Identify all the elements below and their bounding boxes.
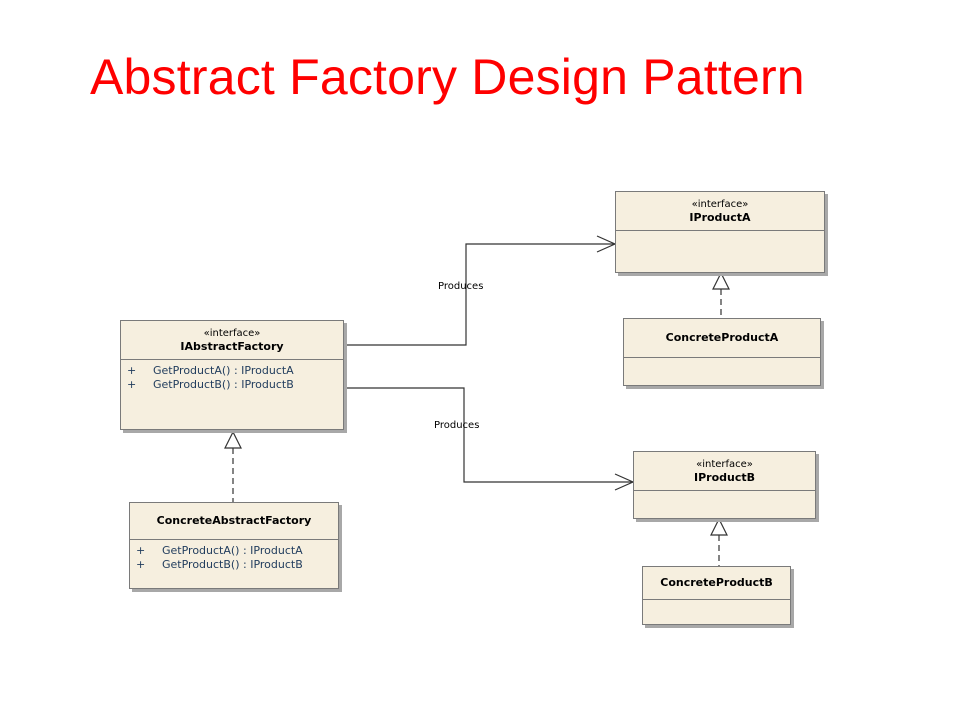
operation-row: + GetProductB() : IProductB (136, 558, 338, 572)
produces-b-label: Produces (434, 420, 480, 431)
class-name: ConcreteAbstractFactory (156, 514, 312, 527)
concrete-abstract-factory-class: ConcreteAbstractFactory + GetProductA() :… (129, 502, 339, 589)
class-header: ConcreteProductA (624, 319, 820, 358)
operations: + GetProductA() : IProductA + GetProductB(… (121, 360, 343, 392)
page-title: Abstract Factory Design Pattern (90, 49, 805, 105)
class-header: «interface» IProductA (616, 192, 824, 231)
operation-row: + GetProductB() : IProductB (127, 378, 343, 392)
realize-a-arrowhead (712, 271, 730, 290)
operation-row: + GetProductA() : IProductA (136, 544, 338, 558)
concrete-product-a-class: ConcreteProductA (623, 318, 821, 386)
class-name: IProductB (693, 470, 755, 484)
produces-b-edge (344, 387, 633, 483)
visibility: + (127, 378, 137, 391)
class-header: «interface» IProductB (634, 452, 815, 491)
visibility: + (136, 544, 146, 557)
stereotype: «interface» (691, 198, 749, 210)
class-header: ConcreteAbstractFactory (130, 503, 338, 540)
operation-signature: GetProductA() : IProductA (162, 544, 303, 557)
operation-row: + GetProductA() : IProductA (127, 364, 343, 378)
operation-signature: GetProductA() : IProductA (153, 364, 294, 377)
realize-b-arrowhead (710, 517, 728, 536)
class-header: «interface» IAbstractFactory (121, 321, 343, 360)
stereotype: «interface» (696, 458, 753, 470)
iproduct-a-class: «interface» IProductA (615, 191, 825, 273)
stereotype: «interface» (203, 327, 261, 339)
class-name: IProductA (689, 210, 751, 224)
concrete-product-b-class: ConcreteProductB (642, 566, 791, 625)
visibility: + (127, 364, 137, 377)
operation-signature: GetProductB() : IProductB (162, 558, 303, 571)
realize-factory-arrowhead (224, 430, 242, 449)
iabstract-factory-class: «interface» IAbstractFactory + GetProduct… (120, 320, 344, 430)
operations: + GetProductA() : IProductA + GetProductB(… (130, 540, 338, 572)
class-name: IAbstractFactory (180, 339, 284, 353)
produces-a-label: Produces (438, 281, 484, 292)
class-name: ConcreteProductA (665, 331, 779, 344)
operation-signature: GetProductB() : IProductB (153, 378, 294, 391)
class-header: ConcreteProductB (643, 567, 790, 600)
visibility: + (136, 558, 146, 571)
produces-a-edge (344, 243, 615, 346)
iproduct-b-class: «interface» IProductB (633, 451, 816, 519)
class-name: ConcreteProductB (660, 576, 773, 589)
